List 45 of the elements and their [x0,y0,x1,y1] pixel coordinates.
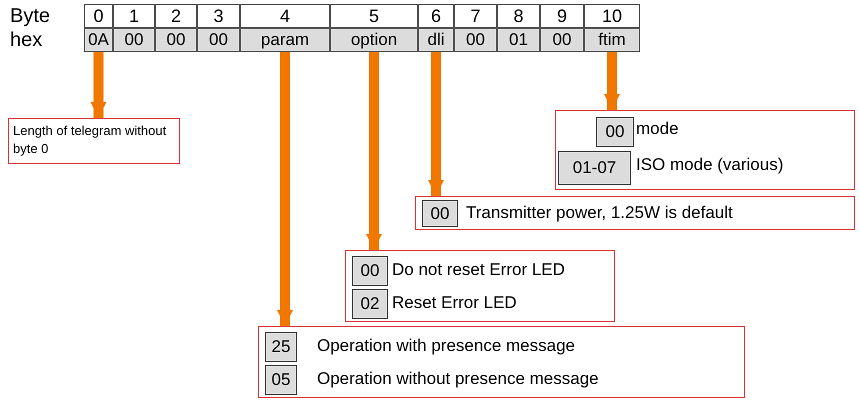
description-text: Operation without presence message [317,369,599,389]
note-box: Length of telegram without byte 0 [8,118,180,164]
byte-number-cell: 4 [240,4,330,28]
hex-value-cell: param [240,28,330,52]
byte-number-cell: 3 [197,4,240,28]
hex-value-cell: dli [418,28,454,52]
description-text: Do not reset Error LED [392,260,565,280]
byte-number-cell: 2 [155,4,197,28]
hex-value-cell: 00 [454,28,497,52]
byte-number-cell: 1 [113,4,155,28]
value-box: 02 [352,289,388,319]
byte-number-cell: 0 [84,4,113,28]
hex-value-cell: 00 [540,28,584,52]
value-box: 00 [422,200,458,227]
arrow [604,52,620,110]
callout-box [345,250,615,322]
value-box: 25 [265,332,297,362]
hex-value-cell: 0A [84,28,113,52]
description-text: Operation with presence message [317,336,575,356]
description-text: Reset Error LED [392,293,517,313]
arrow [428,52,444,196]
arrow [90,52,106,118]
value-box: 00 [596,117,634,147]
description-text: ISO mode (various) [636,155,784,175]
byte-number-cell: 8 [497,4,540,28]
description-text: Transmitter power, 1.25W is default [466,203,733,223]
value-box: 01-07 [558,151,631,185]
description-text: mode [636,119,679,139]
byte-number-cell: 10 [584,4,640,28]
hex-value-cell: option [330,28,418,52]
byte-number-cell: 5 [330,4,418,28]
value-box: 00 [352,256,388,286]
hex-value-cell: 00 [113,28,155,52]
value-box: 05 [265,365,297,395]
byte-number-cell: 9 [540,4,584,28]
byte-number-cell: 6 [418,4,454,28]
byte-number-cell: 7 [454,4,497,28]
arrow [366,52,382,250]
hex-value-cell: 00 [197,28,240,52]
callout-box [415,196,855,230]
hex-value-cell: 01 [497,28,540,52]
callout-box [555,110,855,190]
hex-value-cell: 00 [155,28,197,52]
callout-box [258,326,745,398]
hex-value-cell: ftim [584,28,640,52]
